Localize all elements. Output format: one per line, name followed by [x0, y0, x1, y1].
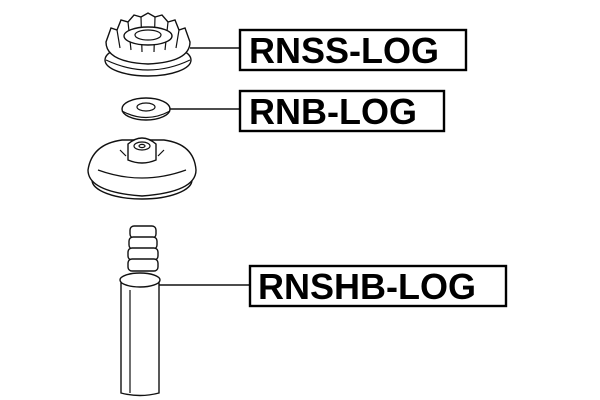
strut-mount-body-part	[87, 137, 197, 200]
label-rnshb-log: RNSHB-LOG	[248, 264, 508, 308]
bearing-washer-part	[121, 97, 171, 121]
label-rnb-log: RNB-LOG	[238, 89, 446, 133]
label-rnss-log-text: RNSS-LOG	[249, 30, 439, 71]
bump-stop-boot-part	[119, 225, 161, 397]
label-rnb-log-text: RNB-LOG	[249, 91, 417, 132]
label-rnshb-log-text: RNSHB-LOG	[258, 266, 476, 307]
label-rnss-log: RNSS-LOG	[238, 28, 468, 72]
strut-mount-top-part	[104, 12, 192, 77]
